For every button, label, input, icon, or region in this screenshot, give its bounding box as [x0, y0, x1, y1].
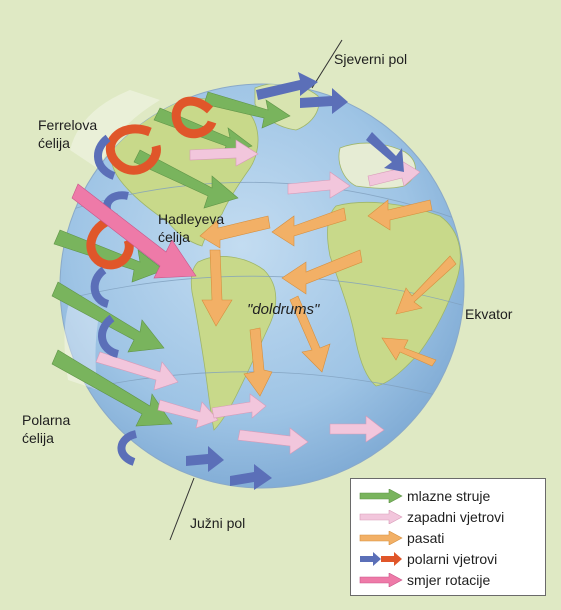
legend-row-polar-winds: polarni vjetrovi [359, 548, 539, 569]
polar-wind-arrows [86, 72, 404, 490]
legend-label-trade-winds: pasati [407, 529, 445, 546]
rotation-direction-arrow [71, 183, 197, 279]
ferrel-cell-label-line2: ćelija [38, 135, 70, 151]
earth-axis-south [169, 477, 195, 541]
earth-axis-north [311, 39, 343, 89]
legend-label-polar-winds: polarni vjetrovi [407, 550, 498, 567]
polar-wind-arrow-icon [360, 551, 402, 566]
jet-stream-arrow-icon [359, 488, 403, 503]
south-pole-label: Južni pol [190, 515, 246, 531]
doldrums-label: "doldrums" [247, 301, 320, 318]
globe [59, 83, 465, 489]
polar-cell-label-line2: ćelija [22, 430, 54, 446]
trade-wind-arrow-icon [359, 530, 403, 545]
legend-label-jet-streams: mlazne struje [407, 487, 491, 504]
legend-label-westerlies: zapadni vjetrovi [407, 508, 505, 525]
legend: mlazne struje zapadni vjetrovi pasati po… [350, 478, 546, 596]
north-pole-label: Sjeverni pol [334, 51, 408, 67]
legend-row-jet-streams: mlazne struje [359, 485, 539, 506]
equator-label: Ekvator [465, 306, 513, 322]
westerlies-arrows [95, 139, 421, 455]
hadley-cell-label-line2: ćelija [158, 229, 190, 245]
legend-label-rotation: smjer rotacije [407, 571, 491, 588]
westerlies-arrow-icon [359, 509, 403, 524]
ferrel-cell-label-line1: Ferrelova [38, 117, 98, 133]
legend-row-westerlies: zapadni vjetrovi [359, 506, 539, 527]
polar-cell-label-line1: Polarna [22, 412, 71, 428]
trade-wind-arrows [199, 199, 457, 397]
legend-row-rotation: smjer rotacije [359, 569, 539, 590]
legend-row-trade-winds: pasati [359, 527, 539, 548]
hadley-cell-label-line1: Hadleyeva [158, 211, 225, 227]
rotation-arrow-icon [359, 572, 403, 587]
